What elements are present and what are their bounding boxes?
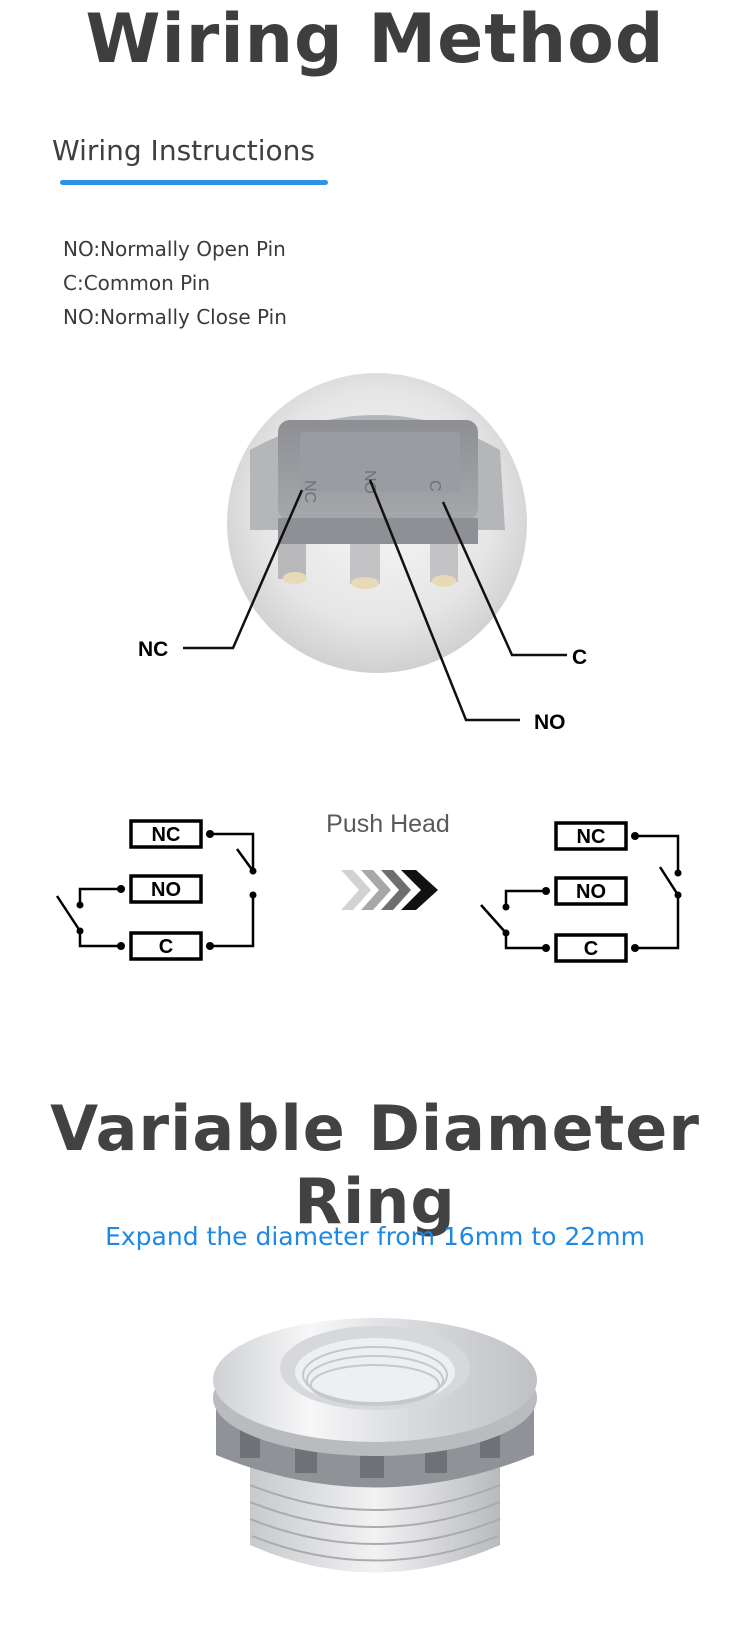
schematic-released [55, 819, 255, 961]
svg-text:C: C [426, 480, 443, 492]
left-box-nc: NC [152, 824, 181, 846]
section-subtitle: Wiring Instructions [52, 134, 316, 167]
ring-section-title: Variable Diameter Ring [50, 1092, 700, 1238]
pin-label-c: C [572, 646, 587, 669]
switch-pin-photo: NC NO C NC NO C [138, 373, 587, 734]
page-title: Wiring Method [85, 0, 665, 79]
pin-callout-lines [183, 479, 567, 722]
push-head-label: Push Head [326, 810, 450, 838]
right-box-no: NO [576, 881, 606, 903]
left-box-c: C [159, 936, 173, 958]
diameter-ring-photo [213, 1318, 537, 1573]
left-box-no: NO [151, 879, 181, 901]
pin-label-no: NO [534, 711, 566, 734]
svg-text:NC: NC [301, 480, 318, 503]
pin-label-nc: NC [138, 638, 168, 661]
switch-schematic: NC NO C Push Head NC NO C [55, 810, 682, 963]
ring-tagline: Expand the diameter from 16mm to 22mm [105, 1222, 645, 1251]
push-arrow-icon [341, 870, 438, 910]
right-box-nc: NC [577, 826, 606, 848]
right-box-c: C [584, 938, 598, 960]
switch-photo: NC NO C [227, 373, 527, 673]
schematic-pushed [480, 821, 680, 963]
pin-desc-no: NO:Normally Open Pin [63, 237, 286, 261]
pin-desc-nc: NO:Normally Close Pin [63, 305, 287, 329]
subtitle-underline [60, 180, 328, 185]
pin-desc-c: C:Common Pin [63, 271, 210, 295]
